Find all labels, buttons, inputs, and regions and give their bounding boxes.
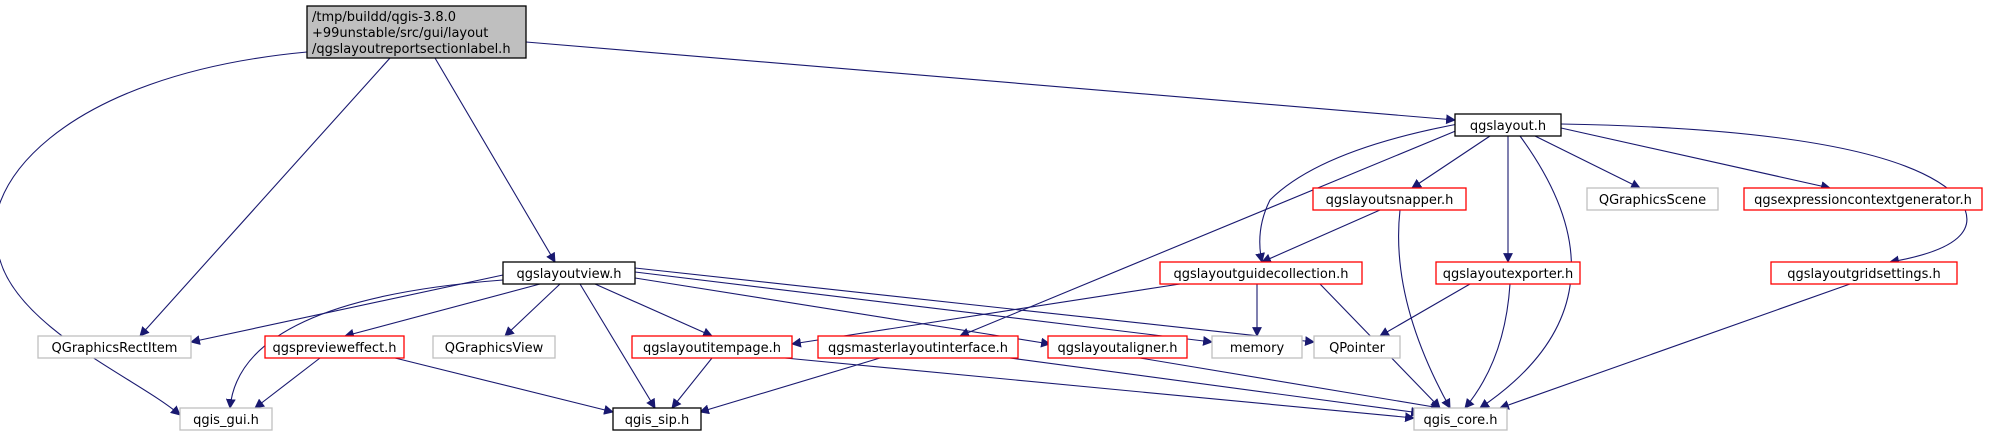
node-label: qgsmasterlayoutinterface.h <box>828 341 1008 356</box>
edge-layer <box>0 41 1968 423</box>
node-qgslayoutview[interactable]: qgslayoutview.h <box>502 261 636 285</box>
edge-root-to-qgslayoutview <box>434 57 556 263</box>
node-box <box>1743 187 1983 211</box>
edge-root-to-qgslayout <box>525 41 1456 125</box>
edge-qgslayout-to-qgraphicsscene <box>1534 135 1641 189</box>
edge-qgslayoutsnapper-to-qgis_core <box>1398 209 1451 409</box>
node-box <box>1413 407 1508 431</box>
node-label: qgis_sip.h <box>625 413 689 428</box>
node-root[interactable]: /tmp/buildd/qgis-3.8.0+99unstable/src/gu… <box>306 5 527 59</box>
node-label: /qgslayoutreportsectionlabel.h <box>312 42 511 57</box>
edge-qgslayoutitempage-to-qgis_sip <box>671 357 713 409</box>
node-box <box>612 407 702 431</box>
edge-qgslayoutview-to-qgraphicsrectitem <box>190 274 504 345</box>
edge-qgslayoutview-to-qpointer <box>634 267 1315 346</box>
node-box <box>1313 335 1401 359</box>
node-box <box>1435 261 1581 285</box>
node-box <box>1312 187 1467 211</box>
edge-qgslayoutsnapper-to-qgslayoutguidecollection <box>1261 209 1381 263</box>
edge-qgslayoutitempage-to-qgis_core <box>784 357 1415 423</box>
edge-qgsmasterlayoutinterface-to-qgis_sip <box>699 357 881 415</box>
edge-qgslayoutview-to-memory <box>634 271 1213 346</box>
node-label: qgslayout.h <box>1470 119 1546 134</box>
node-qpointer: QPointer <box>1313 335 1401 359</box>
edge-qgslayoutexporter-to-qpointer <box>1379 283 1471 337</box>
node-label: memory <box>1230 341 1285 356</box>
node-qgsexpressioncontextgenerator[interactable]: qgsexpressioncontextgenerator.h <box>1743 187 1983 211</box>
node-qgslayoutexporter[interactable]: qgslayoutexporter.h <box>1435 261 1581 285</box>
node-box <box>1770 261 1958 285</box>
node-box <box>1454 113 1562 137</box>
node-qgslayoutgridsettings[interactable]: qgslayoutgridsettings.h <box>1770 261 1958 285</box>
node-label: qgslayoutgridsettings.h <box>1787 267 1941 282</box>
node-box <box>817 335 1019 359</box>
node-label: qgis_gui.h <box>193 413 259 428</box>
edge-qgspreviceweffect-to-qgis_sip <box>394 357 614 415</box>
edge-qgslayoutview-to-qgis_sip <box>579 283 656 409</box>
node-qgis_sip[interactable]: qgis_sip.h <box>612 407 702 431</box>
edge-qgslayoutexporter-to-qgis_core <box>1464 283 1511 409</box>
edge-qgslayout-to-qgsmasterlayoutinterface <box>959 129 1459 338</box>
edge-qgslayoutguidecollection-to-qgslayoutitempage <box>791 283 1181 348</box>
node-box <box>306 5 527 59</box>
edge-qgslayout-to-qgis_core <box>1479 135 1572 409</box>
node-box <box>631 335 793 359</box>
node-qgslayoutsnapper[interactable]: qgslayoutsnapper.h <box>1312 187 1467 211</box>
node-box <box>1159 261 1363 285</box>
node-label: qgslayoutsnapper.h <box>1326 193 1454 208</box>
node-box <box>179 407 273 431</box>
edge-qgslayoutview-to-qgslayoutaligner <box>634 277 1051 348</box>
node-layer: /tmp/buildd/qgis-3.8.0+99unstable/src/gu… <box>37 5 1983 431</box>
node-box <box>432 335 556 359</box>
node-label: qgspreviewеffect.h <box>272 341 396 356</box>
edge-qgslayoutview-to-qgslayoutitempage <box>594 283 713 337</box>
edge-root-to-qgraphicsrectitem <box>139 57 391 337</box>
node-label: qgslayoutview.h <box>517 267 622 282</box>
node-qgraphicsrectitem: QGraphicsRectItem <box>37 335 192 359</box>
node-memory: memory <box>1211 335 1303 359</box>
edge-qgslayout-to-qgsexpressioncontextgenerator <box>1560 127 1831 191</box>
edge-qgslayoutgridsettings-to-qgis_core <box>1499 283 1851 410</box>
node-label: qgslayoutguidecollection.h <box>1174 267 1349 282</box>
edge-qgslayoutview-to-qgspreviceweffect <box>344 283 541 339</box>
edge-qgslayout-to-qgslayoutguidecollection <box>1255 123 1459 263</box>
edge-qgslayoutaligner-to-qgis_core <box>1139 357 1441 412</box>
node-label: qgslayoutitempage.h <box>643 341 781 356</box>
node-label: QGraphicsScene <box>1599 193 1706 208</box>
node-label: qgslayoutexporter.h <box>1443 267 1573 282</box>
node-qgis_gui: qgis_gui.h <box>179 407 273 431</box>
edge-qgslayout-to-qgslayoutsnapper <box>1411 135 1491 189</box>
node-qgraphicsview: QGraphicsView <box>432 335 556 359</box>
node-label: /tmp/buildd/qgis-3.8.0 <box>312 10 456 25</box>
node-box <box>264 335 405 359</box>
edge-qgslayoutview-to-qgraphicsview <box>504 283 561 337</box>
edge-qgspreviceweffect-to-qgis_gui <box>254 357 321 409</box>
edge-qgslayout-to-qgslayoutgridsettings <box>1560 123 1968 266</box>
node-label: +99unstable/src/gui/layout <box>312 26 488 41</box>
edge-qgsmasterlayoutinterface-to-qgis_core <box>1009 357 1421 417</box>
edge-root-to-qgis_gui <box>0 51 308 416</box>
edge-qgslayoutview-to-qgis_gui <box>225 279 504 409</box>
node-qgspreviceweffect[interactable]: qgspreviewеffect.h <box>264 335 405 359</box>
node-qgslayoutaligner[interactable]: qgslayoutaligner.h <box>1047 335 1188 359</box>
node-box <box>1586 187 1719 211</box>
node-qgsmasterlayoutinterface[interactable]: qgsmasterlayoutinterface.h <box>817 335 1019 359</box>
node-box <box>1047 335 1188 359</box>
node-label: QGraphicsRectItem <box>52 341 178 356</box>
node-qgslayoutguidecollection[interactable]: qgslayoutguidecollection.h <box>1159 261 1363 285</box>
node-box <box>502 261 636 285</box>
node-box <box>1211 335 1303 359</box>
node-label: QGraphicsView <box>445 341 544 356</box>
node-box <box>37 335 192 359</box>
node-label: QPointer <box>1329 341 1386 356</box>
node-label: qgis_core.h <box>1424 413 1498 428</box>
node-label: qgsexpressioncontextgenerator.h <box>1754 193 1972 208</box>
node-qgslayoutitempage[interactable]: qgslayoutitempage.h <box>631 335 793 359</box>
node-qgslayout[interactable]: qgslayout.h <box>1454 113 1562 137</box>
node-label: qgslayoutaligner.h <box>1057 341 1177 356</box>
node-qgraphicsscene: QGraphicsScene <box>1586 187 1719 211</box>
node-qgis_core: qgis_core.h <box>1413 407 1508 431</box>
